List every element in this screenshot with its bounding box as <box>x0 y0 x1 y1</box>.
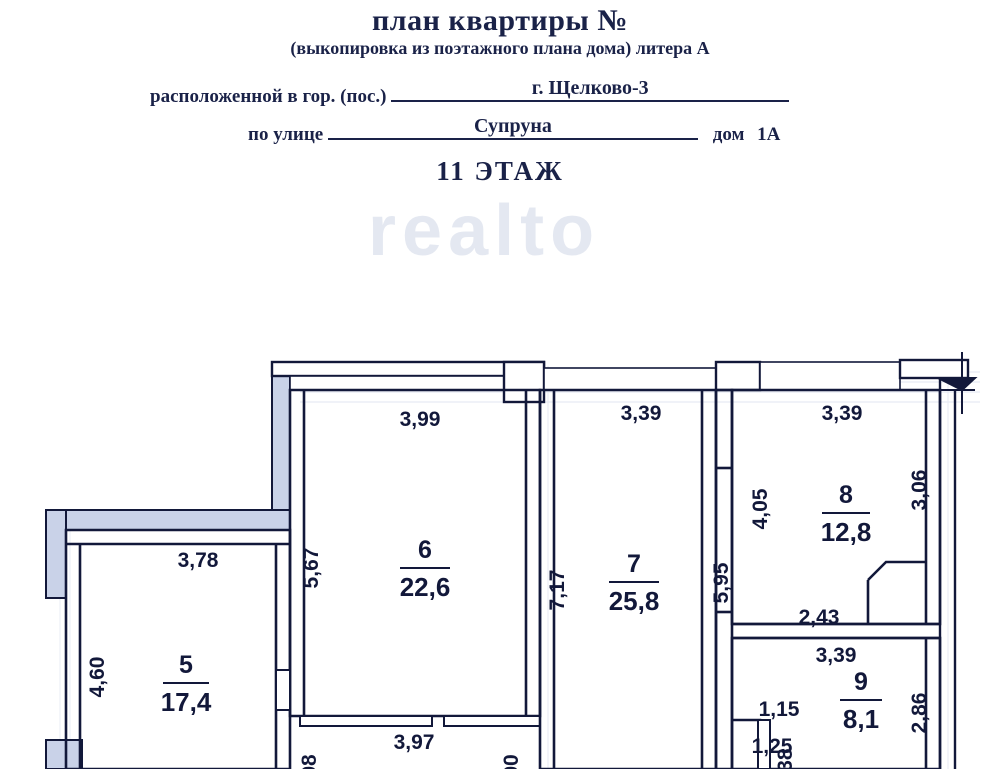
dim-3-99: 3,99 <box>400 408 441 431</box>
city-label: расположенной в гор. (пос.) <box>150 86 387 107</box>
street-line: по улице Супруна дом 1А <box>248 115 781 145</box>
dim-3-06: 3,06 <box>908 470 931 511</box>
dim-3-39-top-left: 3,39 <box>621 402 662 425</box>
room-8-area: 12,8 <box>821 517 872 547</box>
dim-4-05: 4,05 <box>749 488 772 529</box>
dim-3-78: 3,78 <box>178 549 219 572</box>
room-9-label: 9 8,1 <box>840 668 882 734</box>
city-rule: г. Щелково-3 <box>391 77 790 102</box>
street-label: по улице <box>248 124 324 145</box>
room-6-label: 6 22,6 <box>400 536 451 602</box>
dim-4-60: 4,60 <box>86 657 109 698</box>
dim-1-25: 1,25 <box>752 735 793 758</box>
room-6-number: 6 <box>418 536 432 564</box>
dim-5-95: 5,95 <box>710 562 733 603</box>
dim-7-17: 7,17 <box>546 570 569 611</box>
floor-plan: 5 17,4 6 22,6 7 25,8 8 12,8 9 8,1 <box>0 191 1000 769</box>
dim-00-partial-mid: 00 <box>500 754 523 769</box>
plan-header: план квартиры № (выкопировка из поэтажно… <box>0 0 1000 200</box>
dim-08-partial-left: 08 <box>298 754 321 769</box>
city-line: расположенной в гор. (пос.) г. Щелково-3 <box>150 77 790 107</box>
house-label: дом <box>712 124 745 145</box>
page-subtitle: (выкопировка из поэтажного плана дома) л… <box>290 38 710 58</box>
room-7-area: 25,8 <box>609 586 660 616</box>
dim-38-partial: ,38 <box>774 748 797 769</box>
floor-plan-svg: 5 17,4 6 22,6 7 25,8 8 12,8 9 8,1 <box>45 352 980 769</box>
dim-5-67: 5,67 <box>300 548 323 589</box>
dim-3-39-mid: 3,39 <box>816 644 857 667</box>
room-9-number: 9 <box>854 668 868 696</box>
room-8-number: 8 <box>839 481 853 509</box>
interior-walls <box>64 388 942 769</box>
room-8-label: 8 12,8 <box>821 481 872 547</box>
dim-2-86: 2,86 <box>908 693 931 734</box>
room-5-label: 5 17,4 <box>161 651 212 717</box>
room-7-number: 7 <box>627 550 641 578</box>
room-9-area: 8,1 <box>843 704 879 734</box>
room-6-area: 22,6 <box>400 572 451 602</box>
dimension-labels: 3,99 3,39 3,39 3,78 2,43 3,39 3,97 1,15 … <box>86 402 931 769</box>
right-exterior-wall <box>938 378 957 769</box>
page-title: план квартиры № <box>372 4 628 37</box>
room-5-area: 17,4 <box>161 687 212 717</box>
top-exterior-wall <box>270 358 970 404</box>
street-rule: Супруна <box>327 115 698 140</box>
street-value: Супруна <box>474 115 552 137</box>
dim-2-43: 2,43 <box>799 606 840 629</box>
floor-label: 11 ЭТАЖ <box>436 156 564 186</box>
dim-3-97: 3,97 <box>394 731 435 754</box>
city-value: г. Щелково-3 <box>531 77 649 99</box>
dim-3-39-top-right: 3,39 <box>822 402 863 425</box>
room-5-number: 5 <box>179 651 193 679</box>
room-7-label: 7 25,8 <box>609 550 660 616</box>
dim-1-15: 1,15 <box>759 698 800 721</box>
house-value: 1А <box>757 124 781 145</box>
